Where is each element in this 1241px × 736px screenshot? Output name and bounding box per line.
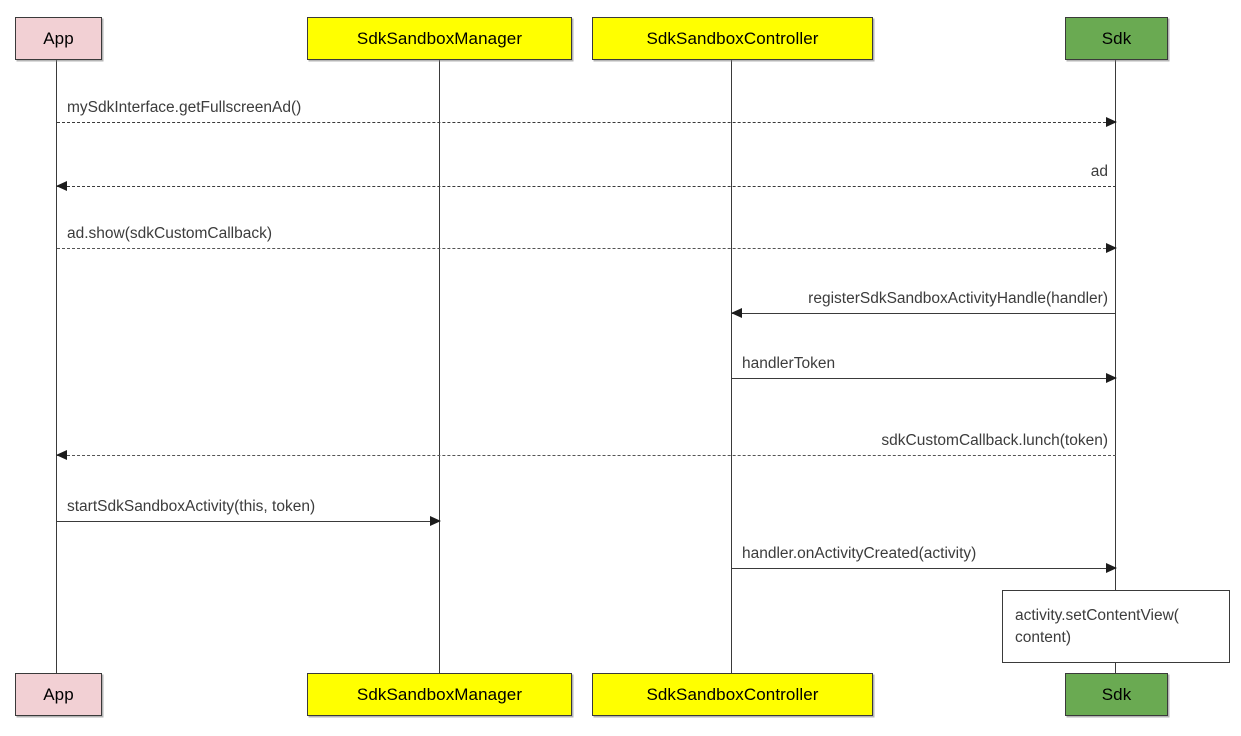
arrowhead-right-icon — [1106, 373, 1117, 383]
message-line — [732, 568, 1116, 569]
arrowhead-left-icon — [731, 308, 742, 318]
arrowhead-left-icon — [56, 450, 67, 460]
participant-footer-controller[interactable]: SdkSandboxController — [592, 673, 873, 716]
participant-footer-app[interactable]: App — [15, 673, 102, 716]
arrowhead-right-icon — [430, 516, 441, 526]
message-line — [57, 521, 440, 522]
arrowhead-right-icon — [1106, 563, 1117, 573]
message-label-m6: sdkCustomCallback.lunch(token) — [881, 432, 1108, 449]
note-line-2: content) — [1015, 629, 1072, 647]
message-line — [732, 313, 1116, 314]
message-line — [57, 122, 1116, 123]
message-line — [57, 248, 1116, 249]
message-label-m3: ad.show(sdkCustomCallback) — [67, 225, 273, 242]
arrowhead-right-icon — [1106, 117, 1117, 127]
message-label-m1: mySdkInterface.getFullscreenAd() — [67, 99, 302, 116]
participant-header-app[interactable]: App — [15, 17, 102, 60]
participant-footer-manager[interactable]: SdkSandboxManager — [307, 673, 572, 716]
lifeline-controller — [731, 60, 733, 673]
lifeline-sdk — [1115, 60, 1117, 673]
note-box-n1: activity.setContentView( content) — [1002, 590, 1230, 663]
message-label-m5: handlerToken — [742, 355, 836, 372]
lifeline-app — [56, 60, 58, 673]
message-label-m4: registerSdkSandboxActivityHandle(handler… — [808, 290, 1108, 307]
arrowhead-left-icon — [56, 181, 67, 191]
arrowhead-right-icon — [1106, 243, 1117, 253]
message-label-m7: startSdkSandboxActivity(this, token) — [67, 498, 316, 515]
message-line — [57, 186, 1116, 187]
participant-footer-sdk[interactable]: Sdk — [1065, 673, 1168, 716]
participant-header-controller[interactable]: SdkSandboxController — [592, 17, 873, 60]
participant-header-sdk[interactable]: Sdk — [1065, 17, 1168, 60]
message-line — [732, 378, 1116, 379]
lifeline-manager — [439, 60, 441, 673]
message-label-m2: ad — [1090, 163, 1108, 180]
note-line-1: activity.setContentView( — [1015, 607, 1179, 624]
message-label-m8: handler.onActivityCreated(activity) — [742, 545, 977, 562]
participant-header-manager[interactable]: SdkSandboxManager — [307, 17, 572, 60]
message-line — [57, 455, 1116, 456]
